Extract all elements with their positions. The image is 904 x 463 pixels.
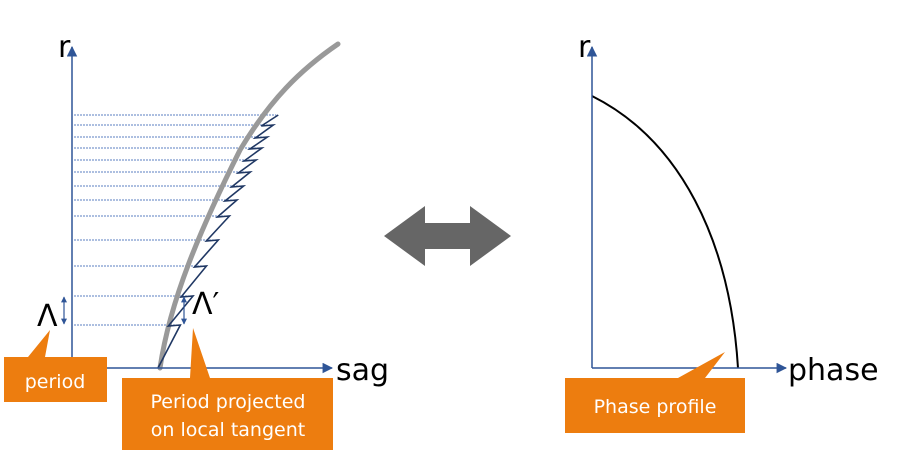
right-r-axis-label: r bbox=[578, 30, 591, 65]
phase-profile-curve bbox=[591, 95, 739, 369]
period-callout: period bbox=[4, 330, 107, 402]
phase-profile-callout: Phase profile bbox=[565, 352, 745, 433]
right-panel: r phase Phase profile bbox=[565, 30, 879, 433]
projected-period-symbol: Λ′ bbox=[192, 287, 220, 322]
projected-callout-line-2: on local tangent bbox=[151, 419, 305, 441]
period-grid-lines bbox=[74, 114, 277, 326]
projected-callout-line-1: Period projected bbox=[151, 391, 306, 413]
left-r-axis-label: r bbox=[58, 30, 71, 65]
left-sag-axis-label: sag bbox=[336, 353, 389, 388]
period-symbol: Λ bbox=[37, 299, 58, 334]
sawtooth-profile bbox=[157, 114, 279, 369]
equivalence-double-arrow-icon bbox=[384, 206, 511, 266]
period-callout-text: period bbox=[25, 371, 86, 393]
phase-profile-callout-text: Phase profile bbox=[594, 396, 717, 418]
left-panel: r sag Λ Λ′ period Period projected on lo… bbox=[4, 30, 389, 450]
right-phase-axis-label: phase bbox=[788, 353, 879, 388]
smooth-surface-curve bbox=[157, 41, 341, 371]
projected-period-callout: Period projected on local tangent bbox=[122, 328, 333, 450]
